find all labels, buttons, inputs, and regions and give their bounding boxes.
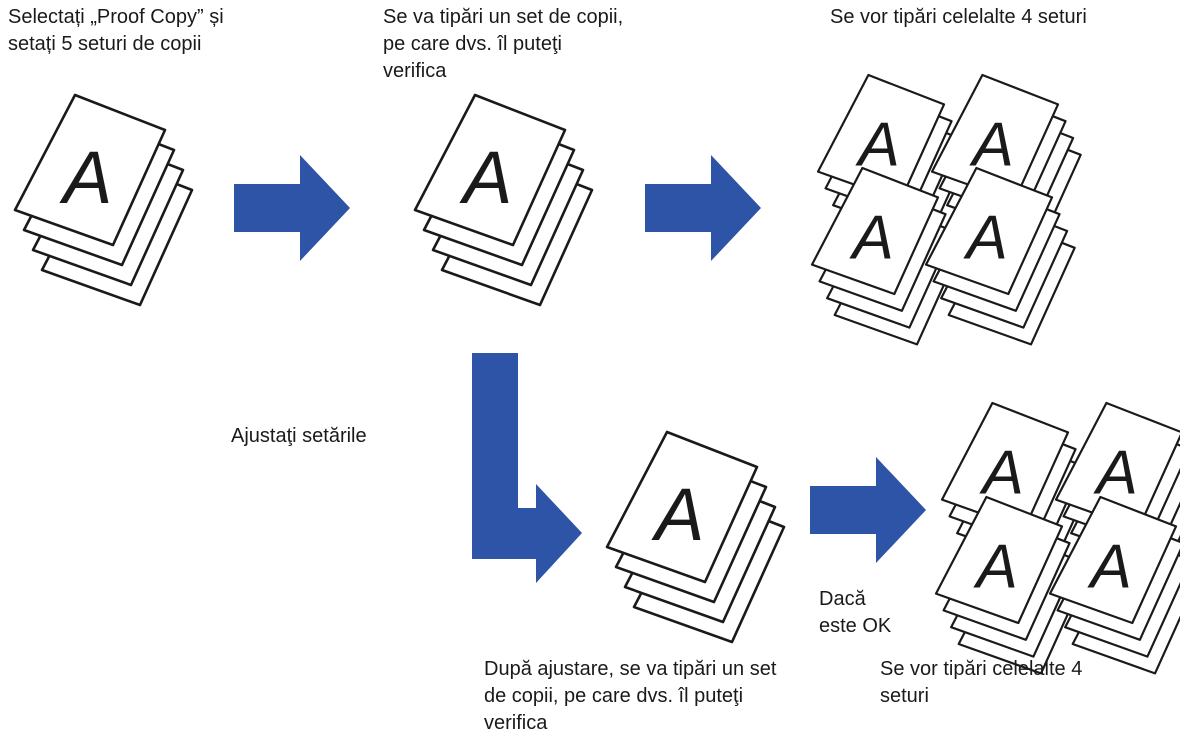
paper-stack-icon-final-d: A — [1048, 495, 1180, 675]
paper-letter: A — [848, 204, 893, 273]
caption-one-set-printed: Se va tipări un set de copii, pe care dv… — [383, 6, 624, 82]
paper-stack-icon-final-c: A — [934, 495, 1086, 675]
paper-stack-icon-step4: A — [605, 430, 786, 644]
caption-if-ok: Dacă este OK — [819, 588, 892, 637]
caption-remaining-sets-printed-final: Se vor tipări celelalte 4 seturi — [880, 658, 1083, 707]
paper-letter: A — [962, 204, 1007, 273]
paper-stack-icon-set-c: A — [810, 166, 962, 346]
caption-select-proof-copy: Selectați „Proof Copy” și setați 5 setur… — [8, 6, 224, 55]
paper-stack-icon-set-d: A — [924, 166, 1076, 346]
paper-stack-icon-step2: A — [413, 93, 594, 307]
right-arrow-icon-3 — [810, 457, 926, 563]
paper-stack-icon-step1: A — [13, 93, 194, 307]
paper-letter: A — [1086, 533, 1131, 602]
caption-adjust-settings: Ajustaţi setările — [231, 425, 367, 447]
l-shaped-arrow-icon — [472, 353, 582, 583]
paper-letter: A — [459, 136, 512, 219]
paper-letter: A — [972, 533, 1017, 602]
paper-letter: A — [59, 136, 112, 219]
caption-remaining-sets-printed: Se vor tipări celelalte 4 seturi — [830, 6, 1087, 28]
caption-set-after-adjustment: După ajustare, se va tipări un set de co… — [484, 658, 777, 734]
paper-letter: A — [651, 473, 704, 556]
right-arrow-icon-2 — [645, 155, 761, 261]
right-arrow-icon-1 — [234, 155, 350, 261]
